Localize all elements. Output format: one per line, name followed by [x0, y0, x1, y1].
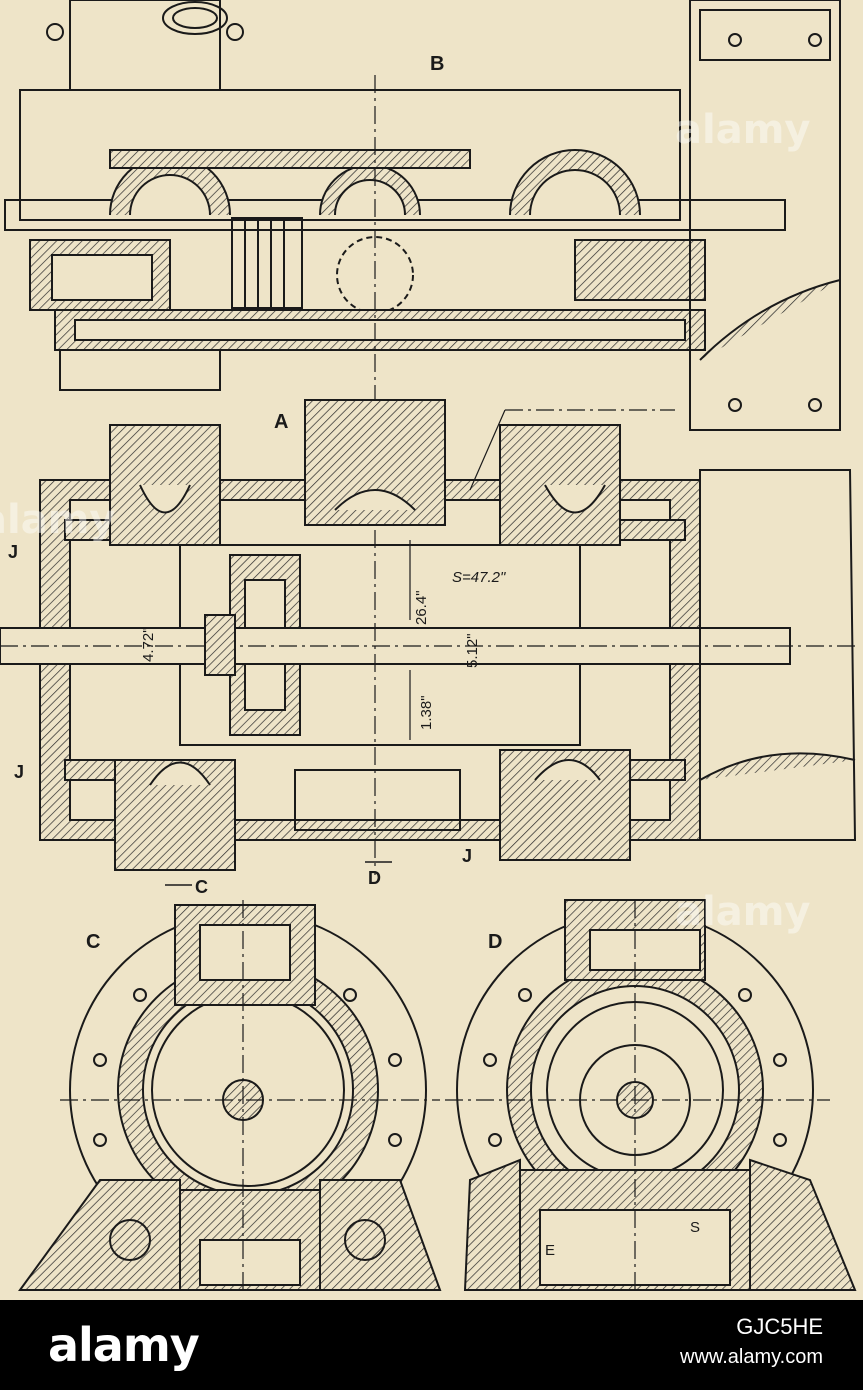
label-s: S: [690, 1219, 700, 1236]
label-section-c-arrow: C: [195, 877, 208, 897]
label-b: B: [430, 53, 444, 75]
label-j-left-upper: J: [8, 542, 18, 562]
view-a: [0, 399, 860, 886]
label-j-bottom: J: [462, 846, 472, 866]
watermark: alamy: [675, 107, 810, 153]
label-view-d: D: [488, 931, 502, 953]
label-a: A: [274, 411, 288, 433]
label-view-c: C: [86, 931, 100, 953]
view-b: [4, 0, 841, 431]
label-section-d-arrow: D: [368, 868, 381, 888]
dim-5-12: 5.12": [464, 633, 481, 668]
stock-footer: alamy GJC5HE www.alamy.com: [0, 1300, 863, 1390]
watermark: alamy: [675, 889, 810, 935]
dim-4-72: 4.72": [140, 627, 157, 662]
label-j-left-lower: J: [14, 762, 24, 782]
site-url: www.alamy.com: [680, 1346, 823, 1368]
label-e: E: [545, 1242, 555, 1259]
brand-logo: alamy: [48, 1318, 200, 1372]
watermark: alamy: [0, 497, 115, 543]
image-code: GJC5HE: [736, 1314, 823, 1339]
dim-26-4: 26.4": [413, 590, 430, 625]
view-d: [445, 899, 857, 1291]
engineering-drawing: B A J J J D C C D E S S=47.2" 26.4" 4.72…: [0, 0, 860, 1291]
dim-stroke: S=47.2": [452, 569, 506, 586]
view-c: [18, 900, 442, 1291]
dim-1-38: 1.38": [418, 695, 435, 730]
